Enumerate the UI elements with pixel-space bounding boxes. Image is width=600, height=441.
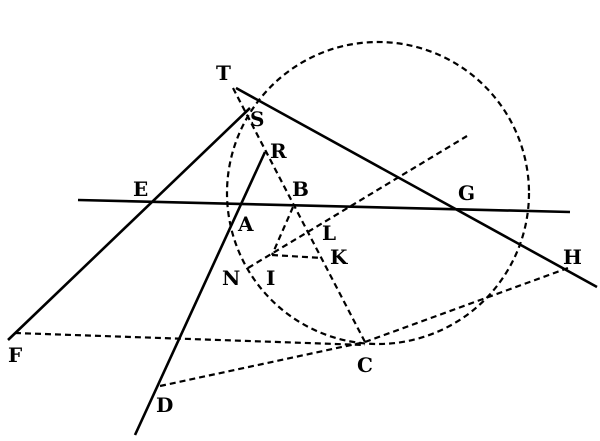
label-G: G xyxy=(458,181,475,205)
label-H: H xyxy=(563,245,582,269)
dotted-circle xyxy=(225,40,531,346)
label-S: S xyxy=(250,107,264,131)
label-A: A xyxy=(237,212,254,236)
dotted-line-I-K xyxy=(271,253,323,260)
label-F: F xyxy=(8,343,22,367)
label-E: E xyxy=(133,177,148,201)
dotted-line-B-I xyxy=(270,206,295,256)
line-E-G xyxy=(77,198,571,214)
dotted-line-T-C xyxy=(232,87,366,343)
dotted-line-F-C xyxy=(14,331,366,347)
label-L: L xyxy=(322,221,336,245)
dotted-line-D-C xyxy=(159,340,366,388)
label-T: T xyxy=(216,61,231,85)
label-N: N xyxy=(222,266,240,290)
dotted-line-N-L xyxy=(247,135,468,269)
label-K: K xyxy=(330,245,348,269)
label-C: C xyxy=(357,353,373,377)
label-I: I xyxy=(266,266,275,290)
label-D: D xyxy=(156,393,173,417)
line-R-D xyxy=(133,151,267,436)
label-B: B xyxy=(292,177,309,201)
line-F-S xyxy=(7,107,251,341)
line-T-H xyxy=(235,86,598,289)
dotted-line-C-H xyxy=(364,266,569,344)
label-R: R xyxy=(270,139,287,163)
